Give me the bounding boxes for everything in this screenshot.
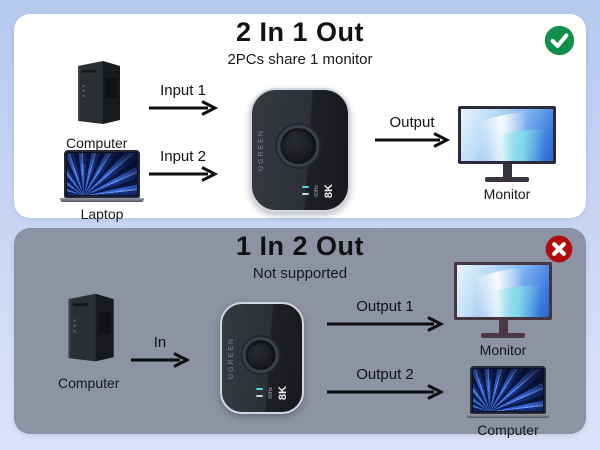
switch-refresh-text: 60Hz bbox=[268, 387, 274, 399]
right-arrow-icon bbox=[375, 132, 450, 148]
source-laptop-label: Laptop bbox=[80, 206, 124, 222]
led-white-icon bbox=[302, 193, 309, 196]
arrow-output-2-label: Output 2 bbox=[356, 366, 414, 383]
switch-button bbox=[242, 336, 279, 373]
sink-monitor-label: Monitor bbox=[479, 342, 527, 358]
source-computer: Computer bbox=[58, 288, 119, 391]
source-computer-label: Computer bbox=[66, 135, 128, 151]
arrow-in-label: In bbox=[153, 334, 167, 351]
switch-spec-badge: 60Hz 8K bbox=[256, 386, 289, 400]
switch-button bbox=[277, 125, 320, 168]
arrow-output-2: Output 2 bbox=[326, 366, 444, 400]
arrow-input-2: Input 2 bbox=[148, 148, 218, 182]
desktop-tower-icon bbox=[70, 58, 124, 131]
arrow-in: In bbox=[130, 334, 190, 368]
unsupported-subtitle: Not supported bbox=[252, 265, 348, 282]
supported-section-card: 2 In 1 Out 2PCs share 1 monitor bbox=[14, 14, 586, 222]
sink-monitor: Monitor bbox=[458, 106, 556, 202]
source-laptop: Laptop bbox=[60, 150, 144, 222]
check-icon bbox=[543, 24, 576, 57]
switch-brand-text: UGREEN bbox=[228, 337, 235, 379]
arrow-input-1: Input 1 bbox=[148, 82, 218, 116]
arrow-input-2-label: Input 2 bbox=[160, 148, 206, 165]
source-computer-label: Computer bbox=[58, 375, 120, 391]
switch-refresh-text: 60Hz bbox=[314, 185, 320, 197]
arrow-output-1-label: Output 1 bbox=[356, 298, 414, 315]
led-white-icon bbox=[256, 395, 263, 398]
arrow-output-label: Output bbox=[389, 114, 435, 131]
led-cyan-icon bbox=[302, 186, 309, 189]
unsupported-section-card: 1 In 2 Out Not supported bbox=[14, 228, 586, 438]
switch-resolution-text: 8K bbox=[277, 385, 289, 400]
led-cyan-icon bbox=[256, 388, 263, 391]
led-indicators bbox=[256, 388, 263, 398]
switch-spec-badge: 60Hz 8K bbox=[302, 184, 335, 198]
cross-icon bbox=[544, 234, 574, 264]
sink-laptop: Computer bbox=[466, 366, 550, 438]
desktop-tower-icon bbox=[60, 288, 118, 371]
sink-monitor-label: Monitor bbox=[483, 186, 531, 202]
arrow-input-1-label: Input 1 bbox=[160, 82, 206, 99]
arrow-output: Output bbox=[374, 114, 450, 148]
right-arrow-icon bbox=[327, 384, 444, 400]
supported-title: 2 In 1 Out bbox=[235, 17, 365, 47]
right-arrow-icon bbox=[327, 316, 444, 332]
switch-brand-text: UGREEN bbox=[258, 129, 265, 171]
arrow-output-1: Output 1 bbox=[326, 298, 444, 332]
right-arrow-icon bbox=[131, 352, 190, 368]
hdmi-switch-device: UGREEN 60Hz 8K bbox=[220, 302, 304, 414]
laptop-icon bbox=[60, 150, 144, 202]
source-computer: Computer bbox=[66, 58, 127, 151]
sink-monitor: Monitor bbox=[454, 262, 552, 358]
sink-laptop-label: Computer bbox=[477, 422, 539, 438]
laptop-icon bbox=[466, 366, 550, 418]
right-arrow-icon bbox=[149, 100, 218, 116]
supported-subtitle: 2PCs share 1 monitor bbox=[227, 51, 373, 68]
switch-resolution-text: 8K bbox=[323, 183, 335, 198]
unsupported-title: 1 In 2 Out bbox=[235, 231, 365, 261]
monitor-icon bbox=[458, 106, 556, 182]
monitor-icon bbox=[454, 262, 552, 338]
led-indicators bbox=[302, 186, 309, 196]
hdmi-switch-device: UGREEN 60Hz 8K bbox=[250, 88, 350, 212]
right-arrow-icon bbox=[149, 166, 218, 182]
